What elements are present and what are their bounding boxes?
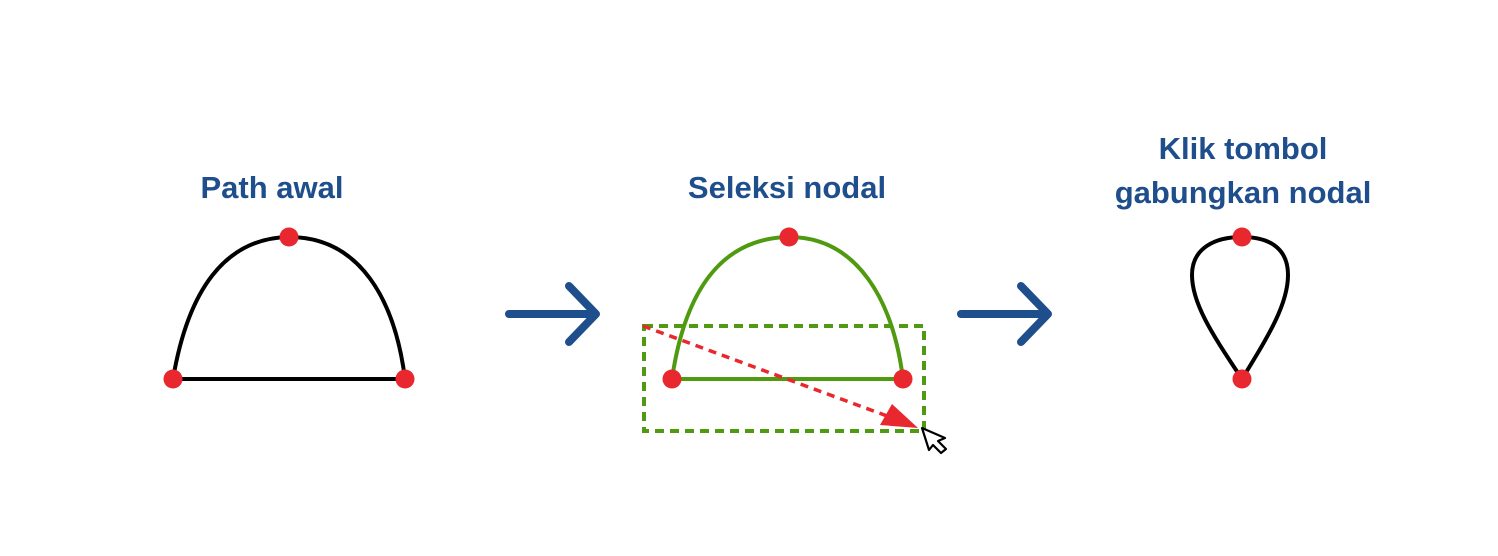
teardrop-path bbox=[1190, 235, 1290, 381]
step-1-original-path bbox=[163, 227, 415, 389]
node-right bbox=[395, 369, 415, 389]
right-arrow-icon bbox=[505, 282, 600, 346]
drag-arrow bbox=[642, 324, 918, 428]
step-3-joined-path bbox=[1190, 227, 1290, 389]
half-dome-path bbox=[171, 235, 407, 381]
step-2-title: Seleksi nodal bbox=[687, 170, 887, 205]
selection-rectangle bbox=[642, 324, 926, 433]
node-top bbox=[1232, 227, 1252, 247]
cursor-pointer-icon bbox=[920, 426, 948, 455]
node-left bbox=[163, 369, 183, 389]
node-top bbox=[779, 227, 799, 247]
node-right bbox=[893, 369, 913, 389]
node-bottom bbox=[1232, 369, 1252, 389]
half-dome-path-selected bbox=[670, 235, 905, 381]
right-arrow-icon bbox=[957, 282, 1052, 346]
step-3-title-line-2: gabungkan nodal bbox=[1114, 175, 1372, 210]
step-2-selection bbox=[642, 227, 948, 455]
node-top bbox=[279, 227, 299, 247]
step-3-title-line-1: Klik tombol bbox=[1158, 131, 1328, 166]
step-3-title: Klik tombol gabungkan nodal bbox=[1090, 127, 1396, 215]
node-left bbox=[662, 369, 682, 389]
step-1-title: Path awal bbox=[200, 170, 344, 205]
